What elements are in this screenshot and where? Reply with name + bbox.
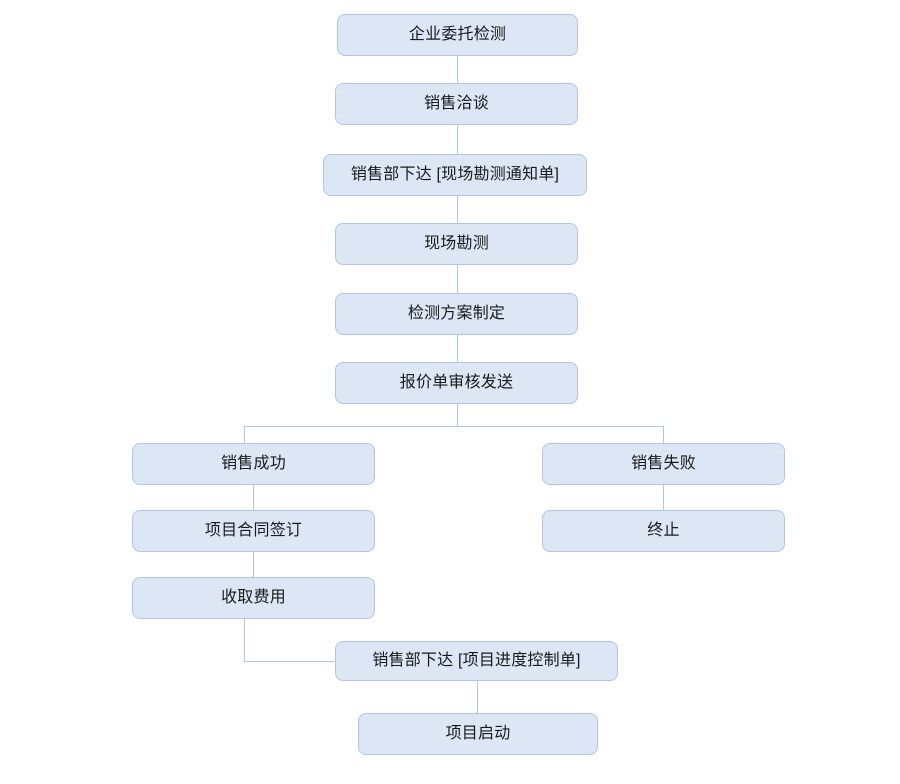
- flow-node-label: 销售失败: [631, 455, 696, 472]
- flow-node-label: 报价单审核发送: [399, 374, 514, 391]
- connector-n12-to-n13: [477, 681, 478, 713]
- flow-node-label: 销售洽谈: [424, 95, 489, 112]
- connector-n2-to-n3: [457, 125, 458, 154]
- connector-n4-to-n5: [457, 265, 458, 293]
- connector-split-bar: [244, 426, 664, 427]
- flow-node-n3[interactable]: 销售部下达 [现场勘测通知单]: [323, 154, 587, 196]
- flow-node-label: 企业委托检测: [408, 26, 507, 43]
- connector-n3-to-n4: [457, 196, 458, 223]
- connector-split-to-n7: [244, 426, 245, 443]
- flow-node-n6[interactable]: 报价单审核发送: [335, 362, 578, 404]
- flow-node-n9[interactable]: 项目合同签订: [132, 510, 375, 552]
- connector-n11-elbow-right: [244, 661, 335, 662]
- flow-node-label: 销售成功: [221, 455, 286, 472]
- flow-node-label: 项目启动: [445, 725, 511, 742]
- connector-n9-to-n11: [253, 552, 254, 577]
- connector-n5-to-n6: [457, 335, 458, 362]
- flow-node-n10[interactable]: 终止: [542, 510, 785, 552]
- flow-node-n7[interactable]: 销售成功: [132, 443, 375, 485]
- flow-node-label: 销售部下达 [现场勘测通知单]: [350, 166, 560, 183]
- flow-node-n2[interactable]: 销售洽谈: [335, 83, 578, 125]
- flow-node-label: 现场勘测: [424, 235, 489, 252]
- flow-node-label: 销售部下达 [项目进度控制单]: [372, 652, 581, 669]
- connector-n7-to-n9: [253, 485, 254, 510]
- flow-node-n5[interactable]: 检测方案制定: [335, 293, 578, 335]
- flow-node-n13[interactable]: 项目启动: [358, 713, 598, 755]
- flow-node-label: 检测方案制定: [407, 305, 506, 322]
- flow-node-n8[interactable]: 销售失败: [542, 443, 785, 485]
- flow-node-label: 收取费用: [221, 589, 286, 606]
- connector-n8-to-n10: [663, 485, 664, 510]
- flow-node-label: 项目合同签订: [204, 522, 303, 539]
- flow-node-n11[interactable]: 收取费用: [132, 577, 375, 619]
- flow-node-n12[interactable]: 销售部下达 [项目进度控制单]: [335, 641, 618, 681]
- connector-n6-split-stem: [457, 404, 458, 426]
- flow-node-n4[interactable]: 现场勘测: [335, 223, 578, 265]
- connector-n11-elbow-down: [244, 619, 245, 661]
- connector-split-to-n8: [663, 426, 664, 443]
- flow-node-n1[interactable]: 企业委托检测: [337, 14, 578, 56]
- flow-node-label: 终止: [647, 522, 680, 539]
- connector-n1-to-n2: [457, 56, 458, 83]
